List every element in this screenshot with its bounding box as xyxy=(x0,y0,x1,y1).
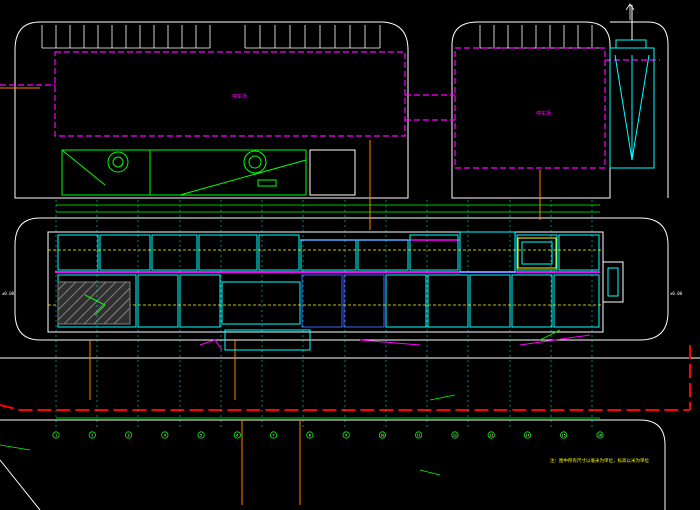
axis-bubble-label: 16 xyxy=(598,434,602,438)
tree-icon xyxy=(107,151,129,173)
road-outline-far-right xyxy=(610,21,669,198)
axis-bubble xyxy=(197,431,205,439)
axis-bubble-label: 13 xyxy=(489,434,493,438)
axis-grid xyxy=(55,200,593,430)
dimension-lines xyxy=(56,204,600,419)
parking-area-right xyxy=(454,47,606,169)
axis-bubble-label: 9 xyxy=(345,434,347,438)
axis-bubble-label: 3 xyxy=(127,434,129,438)
axis-bubble xyxy=(596,431,604,439)
axis-bubble xyxy=(487,431,495,439)
road-diagonal xyxy=(0,459,41,510)
axis-bubble xyxy=(451,431,459,439)
property-boundary xyxy=(0,345,691,411)
elevation-right: ±0.00 xyxy=(670,291,683,296)
axis-bubble-label: 2 xyxy=(91,434,93,438)
axis-bubble-label: 15 xyxy=(562,434,566,438)
axis-bubble-label: 8 xyxy=(309,434,311,438)
notes-caption: 注：图中所有尺寸以毫米为单位，标高以米为单位 xyxy=(550,457,649,464)
parking-label-right: 停车场 xyxy=(536,110,551,117)
leader-lines xyxy=(0,329,561,476)
parking-area-left xyxy=(54,51,406,137)
axis-bubble xyxy=(88,431,96,439)
elevation-left: ±0.00 xyxy=(2,291,15,296)
axis-bubble-label: 10 xyxy=(380,434,384,438)
axis-bubble xyxy=(124,431,133,439)
axis-bubble-label: 6 xyxy=(236,434,238,438)
axis-bubble xyxy=(269,431,278,439)
garden-area xyxy=(61,149,356,196)
axis-bubble-label: 4 xyxy=(164,434,166,438)
axis-bubble-label: 14 xyxy=(525,434,529,438)
axis-bubble-label: 12 xyxy=(453,434,457,438)
axis-bubble-label: 5 xyxy=(200,434,202,438)
axis-bubble-label: 1 xyxy=(55,434,57,438)
building-site-outline xyxy=(14,217,669,341)
utility-lines xyxy=(0,87,541,400)
axis-bubble xyxy=(378,431,386,439)
north-arrow-icon xyxy=(625,3,635,20)
axis-bubble-label: 11 xyxy=(417,434,421,438)
axis-bubble xyxy=(52,431,60,439)
parking-areas xyxy=(0,47,660,169)
axis-bubble xyxy=(306,431,314,439)
axis-bubble xyxy=(415,431,423,439)
tree-icon xyxy=(243,150,267,174)
road-edge-lower xyxy=(0,419,666,510)
parking-label-left: 停车场 xyxy=(232,93,247,100)
parking-lot-left-outline xyxy=(14,21,409,199)
tower-structure xyxy=(609,5,655,169)
axis-bubble-label: 7 xyxy=(273,434,275,438)
axis-bubble xyxy=(233,431,241,439)
axis-bubble xyxy=(342,431,350,439)
axis-bubble xyxy=(161,431,169,439)
road-outlines xyxy=(0,21,700,510)
axis-bubble xyxy=(523,431,532,439)
parking-lot-right-outline xyxy=(451,21,611,199)
building-footprint xyxy=(47,231,624,351)
axis-bubble xyxy=(560,431,568,439)
